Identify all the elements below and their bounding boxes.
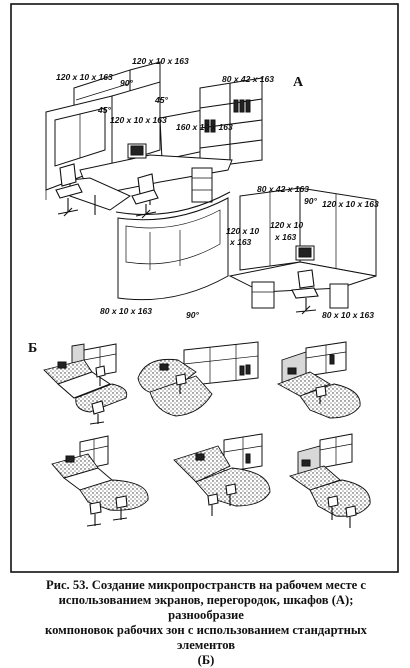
dim-desk-screen: 160 x 10 x 163	[176, 122, 233, 132]
dim-right-inner-2a: 120 x 10	[270, 220, 303, 230]
layout-b1	[43, 343, 128, 425]
dim-bottom-right: 80 x 10 x 163	[322, 310, 374, 320]
layout-b2	[137, 341, 259, 417]
dim-right-angle: 90°	[304, 196, 317, 206]
dim-top-screen: 120 x 10 x 163	[132, 56, 189, 66]
figure-a-right-workstation	[115, 187, 377, 315]
dim-angle-45-right: 45°	[154, 95, 168, 105]
layout-b3	[276, 341, 361, 419]
dim-right-inner-1b: x 163	[229, 237, 252, 247]
dim-bottom-angle: 90°	[186, 310, 199, 320]
caption-line-1: Рис. 53. Создание микропространств на ра…	[46, 578, 366, 592]
caption-line-2: использованием экранов, перегородок, шка…	[58, 593, 354, 622]
figure-a-label: А	[293, 75, 304, 90]
figure-illustration: А 120 x 10 x 163 120 x 10 x 163 90° 45° …	[10, 3, 399, 573]
caption-line-4: (Б)	[197, 653, 215, 667]
dim-mid-screen: 120 x 10 x 163	[110, 115, 167, 125]
caption-line-3: компоновок рабочих зон с использованием …	[45, 623, 367, 652]
outer-frame	[10, 3, 399, 573]
figure-b-label: Б	[28, 341, 37, 356]
dim-left-screen: 120 x 10 x 163	[56, 72, 113, 82]
dim-angle-45-left: 45°	[97, 105, 111, 115]
dim-right-inner-2b: x 163	[274, 232, 297, 242]
layout-b4	[51, 435, 149, 527]
layout-b5	[173, 433, 271, 516]
dim-bottom-left: 80 x 10 x 163	[100, 306, 152, 316]
dim-right-cabinet: 80 x 42 x 163	[257, 184, 309, 194]
dim-right-inner-1a: 120 x 10	[226, 226, 259, 236]
figure-a-office-layout	[45, 61, 263, 219]
layout-b6	[288, 433, 371, 528]
figure-caption: Рис. 53. Создание микропространств на ра…	[20, 578, 392, 668]
dim-cabinet: 80 x 42 x 163	[222, 74, 274, 84]
dim-angle-90-top: 90°	[120, 78, 133, 88]
dim-right-screen-top: 120 x 10 x 163	[322, 199, 379, 209]
